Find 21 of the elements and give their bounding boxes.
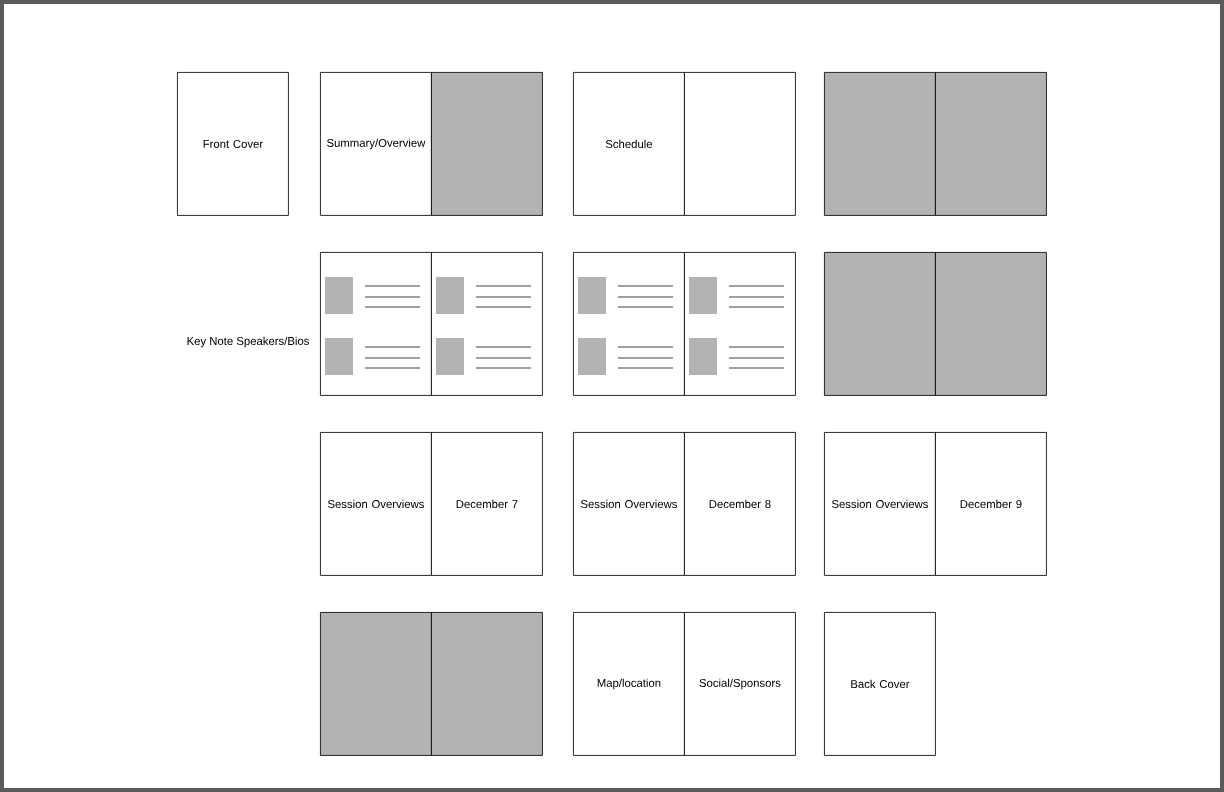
blank-page [320,612,432,756]
blank-page [935,72,1047,216]
page-box: Schedule [573,72,685,216]
page-box: Session Overviews [573,432,685,576]
page-box: Social/Sponsors [684,612,796,756]
page-box: December 8 [684,432,796,576]
page-box: Front Cover [177,72,289,216]
blank-page [824,72,936,216]
row-label: Key Note Speakers/Bios [187,336,309,348]
page-box: Summary/Overview [320,72,432,216]
page-box: Back Cover [824,612,936,756]
blank-page [935,252,1047,396]
page-box: Session Overviews [824,432,936,576]
page-box: December 9 [935,432,1047,576]
blank-page [684,72,796,216]
blank-page [824,252,936,396]
page-box: Session Overviews [320,432,432,576]
page-box: Map/location [573,612,685,756]
blank-page [431,72,543,216]
blank-page [431,612,543,756]
page-box: December 7 [431,432,543,576]
